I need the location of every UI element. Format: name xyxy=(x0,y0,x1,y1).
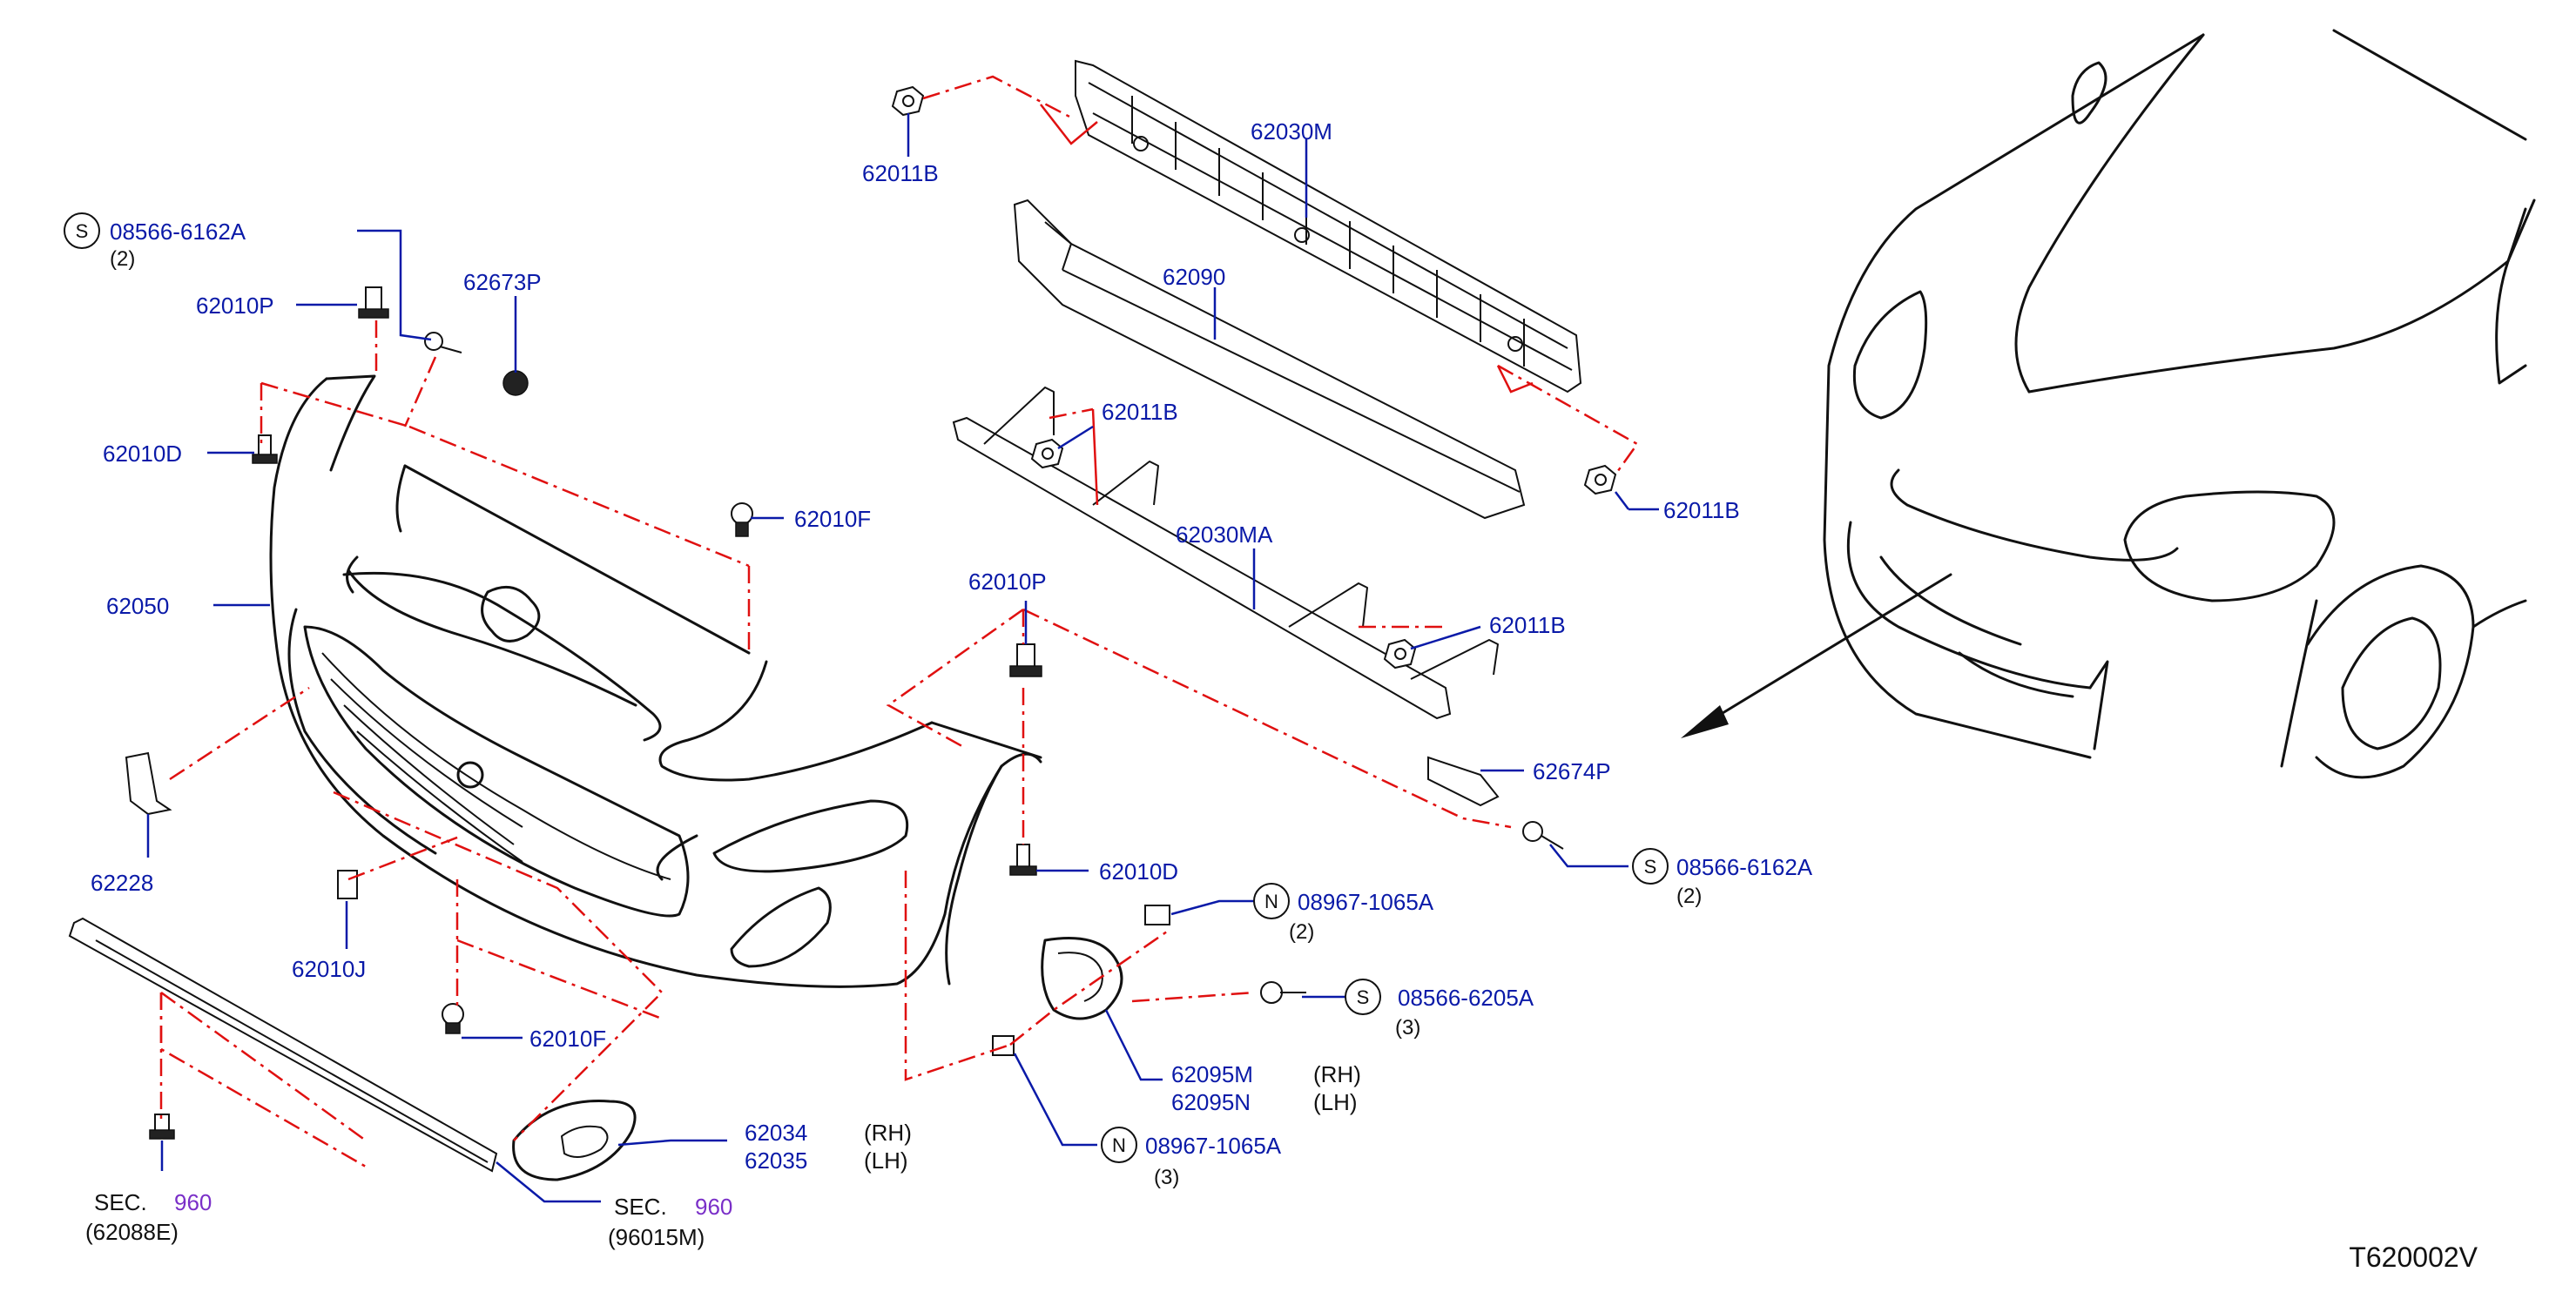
nut-62011b-top xyxy=(891,85,925,117)
fasteners xyxy=(125,85,1617,1140)
label-62010d-mid[interactable]: 62010D xyxy=(1099,858,1178,885)
svg-text:S: S xyxy=(1644,856,1657,878)
qty-08566-6162a-top: (2) xyxy=(110,247,135,271)
clip-62010j xyxy=(337,870,358,899)
grommet-62673p xyxy=(502,370,529,396)
label-08967-1065a-low[interactable]: 08967-1065A xyxy=(1145,1133,1282,1159)
label-62011b-low[interactable]: 62011B xyxy=(1489,612,1566,638)
label-62011b-right[interactable]: 62011B xyxy=(1663,497,1740,523)
label-62034[interactable]: 62034 xyxy=(745,1120,807,1146)
label-62228[interactable]: 62228 xyxy=(91,870,153,896)
bracket-62228 xyxy=(125,751,172,816)
label-62095m[interactable]: 62095M xyxy=(1171,1061,1253,1087)
side-rh-62034: (RH) xyxy=(864,1120,912,1146)
clip-62010p-mid xyxy=(1009,643,1042,677)
car-outline-illustration xyxy=(1823,29,2536,779)
nut-62011b-mid xyxy=(1030,438,1064,469)
sec-right-label: SEC. xyxy=(614,1194,667,1220)
label-62011b-top[interactable]: 62011B xyxy=(862,160,939,186)
label-08566-6162a-top[interactable]: 08566-6162A xyxy=(110,219,246,245)
lower-spoiler xyxy=(68,917,498,1173)
sec-left-label: SEC. xyxy=(94,1189,147,1215)
s-symbol-top: S xyxy=(64,212,100,249)
label-62035[interactable]: 62035 xyxy=(745,1147,807,1174)
side-lh-62095: (LH) xyxy=(1313,1089,1358,1115)
clip-sec-960-left xyxy=(149,1114,175,1140)
label-62095n[interactable]: 62095N xyxy=(1171,1089,1251,1115)
side-rh-62095: (RH) xyxy=(1313,1061,1361,1087)
qty-08967-1065a-low: (3) xyxy=(1154,1166,1179,1189)
reinforcement-62030ma xyxy=(952,387,1499,720)
svg-text:N: N xyxy=(1112,1134,1126,1156)
label-62010d-left[interactable]: 62010D xyxy=(103,441,182,467)
sec-left-ref: (62088E) xyxy=(85,1219,179,1245)
sec-left-number[interactable]: 960 xyxy=(174,1189,212,1215)
clip-08967-low xyxy=(992,1035,1015,1056)
screw-62010d-left xyxy=(252,434,278,464)
clip-62010p-left xyxy=(358,286,389,319)
direction-arrow xyxy=(1681,573,1952,738)
label-62010p-mid[interactable]: 62010P xyxy=(968,569,1047,595)
clip-62010f-top xyxy=(731,502,753,537)
clip-62010f-low xyxy=(442,1003,464,1034)
leader-lines xyxy=(146,113,1659,1203)
screw-08566-top xyxy=(424,332,462,353)
nut-62011b-low xyxy=(1383,638,1417,670)
clip-08967-top xyxy=(1144,905,1170,925)
fog-lamp-finisher xyxy=(512,1100,637,1181)
label-62673p[interactable]: 62673P xyxy=(463,269,542,295)
label-62011b-mid[interactable]: 62011B xyxy=(1102,399,1178,425)
label-08566-6162a-right[interactable]: 08566-6162A xyxy=(1676,854,1813,880)
s-symbol-right: S xyxy=(1632,848,1669,885)
fog-lamp-bracket-62095 xyxy=(1041,937,1123,1020)
label-62010p-left[interactable]: 62010P xyxy=(196,293,274,319)
assembly-dash-lines xyxy=(159,75,1639,1168)
side-lh-62035: (LH) xyxy=(864,1147,908,1174)
label-62010j[interactable]: 62010J xyxy=(292,956,366,982)
svg-text:S: S xyxy=(1357,986,1370,1008)
sec-right-ref: (96015M) xyxy=(608,1224,705,1250)
bumper-beam-62090 xyxy=(1013,199,1526,520)
label-62010f-top[interactable]: 62010F xyxy=(794,506,871,532)
screw-08566-right xyxy=(1522,821,1564,850)
qty-08566-6162a-right: (2) xyxy=(1676,885,1702,908)
label-62050[interactable]: 62050 xyxy=(106,593,169,619)
label-62674p[interactable]: 62674P xyxy=(1533,758,1611,784)
label-08566-6205a[interactable]: 08566-6205A xyxy=(1398,985,1534,1011)
qty-08566-6205a: (3) xyxy=(1395,1016,1420,1040)
label-62090[interactable]: 62090 xyxy=(1163,264,1225,290)
screw-08566-6205a xyxy=(1260,981,1306,1004)
n-symbol-low: N xyxy=(1101,1127,1137,1163)
qty-08967-1065a-top: (2) xyxy=(1289,920,1314,944)
n-symbol-top: N xyxy=(1253,883,1290,919)
label-08967-1065a-top[interactable]: 08967-1065A xyxy=(1298,889,1434,915)
bumper-fascia-62050 xyxy=(269,374,1042,988)
label-62030ma[interactable]: 62030MA xyxy=(1176,522,1273,548)
symbol-markers: S S N S N xyxy=(64,212,1669,1163)
bracket-62674p xyxy=(1427,756,1500,807)
diagram-code: T620002V xyxy=(2349,1242,2478,1273)
label-62010f-low[interactable]: 62010F xyxy=(529,1026,606,1052)
s-symbol-6205a: S xyxy=(1345,979,1381,1015)
svg-text:N: N xyxy=(1264,891,1278,912)
sec-right-number[interactable]: 960 xyxy=(695,1194,732,1220)
screw-62010d-mid xyxy=(1009,844,1037,876)
label-62030m[interactable]: 62030M xyxy=(1251,118,1332,145)
section-references: SEC. 960 (62088E) SEC. 960 (96015M) xyxy=(85,1189,732,1250)
nut-62011b-right xyxy=(1583,464,1617,495)
svg-text:S: S xyxy=(76,220,89,242)
reinforcement-62030m xyxy=(1075,59,1582,394)
part-labels: 62011B 62030M 62090 62011B 62011B 62030M… xyxy=(91,118,1813,1189)
